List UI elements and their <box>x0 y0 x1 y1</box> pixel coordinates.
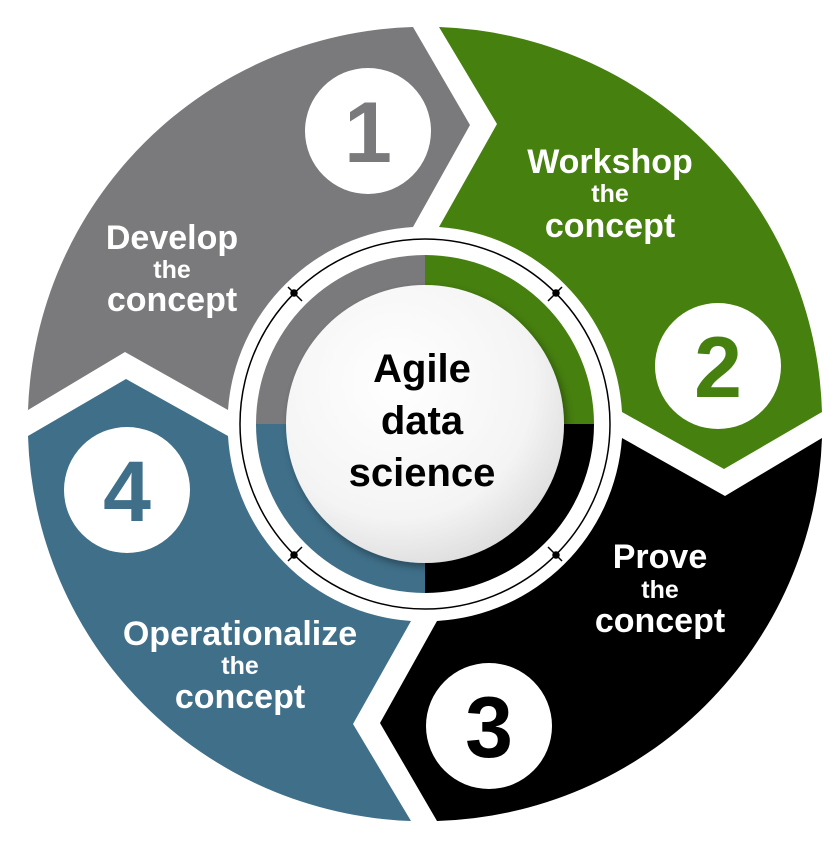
step-4-label-line1: Operationalize <box>123 615 357 653</box>
step-2-label-line2: the <box>591 180 629 208</box>
center-disc <box>286 285 564 563</box>
thin-ring <box>239 238 611 610</box>
step-4-number: 4 <box>103 444 151 540</box>
step-3-label-line2: the <box>641 576 679 604</box>
step-3-label-line3: concept <box>595 602 725 640</box>
step-3-number: 3 <box>465 680 513 776</box>
ring-ticks <box>287 286 563 562</box>
step-1-label-line2: the <box>153 256 191 284</box>
step-1-badge: 1 <box>305 68 431 194</box>
step-4-label-line2: the <box>221 652 259 680</box>
step-1-label-line3: concept <box>107 281 237 319</box>
step-1-label-line1: Develop <box>106 219 238 257</box>
center-title-line2: data <box>381 399 464 443</box>
step-3-label-line1: Prove <box>613 538 708 576</box>
step-2-label-line1: Workshop <box>527 143 693 181</box>
step-2-number: 2 <box>694 320 742 416</box>
step-4-label-line3: concept <box>175 678 305 716</box>
center-title-line1: Agile <box>373 347 471 391</box>
step-2-badge: 2 <box>655 303 781 429</box>
step-2-label-line3: concept <box>545 207 675 245</box>
step-3-badge: 3 <box>426 663 552 789</box>
step-4-badge: 4 <box>64 427 190 553</box>
step-1-number: 1 <box>344 85 392 181</box>
center-title-line3: science <box>349 451 496 495</box>
